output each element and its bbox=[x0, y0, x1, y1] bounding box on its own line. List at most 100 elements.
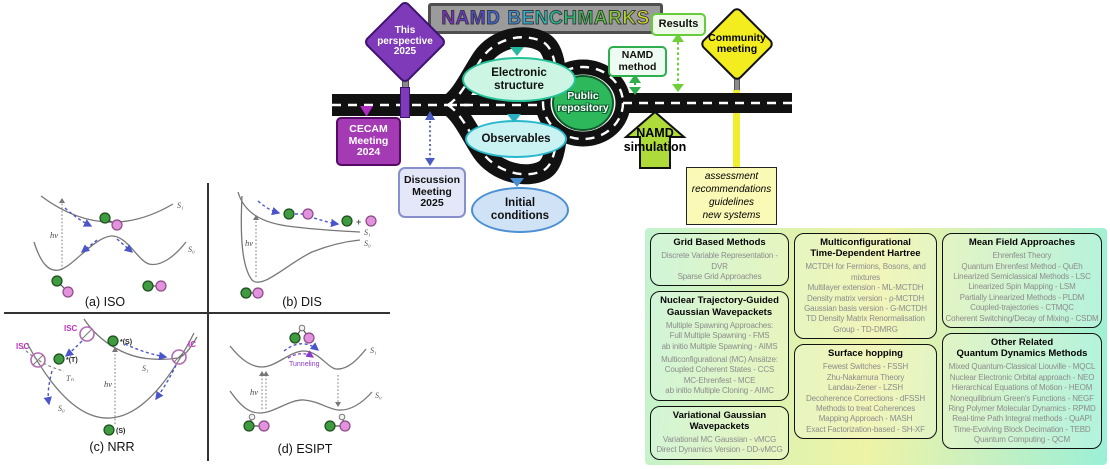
tunneling-arc-purple bbox=[287, 350, 315, 359]
method-item: Zhu-Nakamura Theory bbox=[826, 372, 905, 382]
trajectory-arrow bbox=[43, 370, 53, 406]
method-item: Nuclear Electronic Orbital approach - NE… bbox=[949, 372, 1095, 382]
method-group: Multiple Spawning Approaches:Full Multip… bbox=[653, 321, 786, 352]
text-line: structure bbox=[494, 79, 544, 92]
trajectory-arrow bbox=[155, 364, 177, 401]
method-item: Full Multiple Spawning - FMS bbox=[669, 331, 770, 341]
text-line: Public bbox=[567, 90, 599, 103]
community-to-assessment-line bbox=[733, 90, 740, 170]
s1-label: S₁ bbox=[364, 228, 371, 237]
text-line: NAMD bbox=[621, 48, 654, 61]
ic-label: IC bbox=[188, 340, 196, 349]
method-item: Linearized Semiclassical Methods - LSC bbox=[953, 271, 1091, 281]
tunneling-arc-blue bbox=[283, 342, 320, 352]
method-item: MCTDH for Fermions, Bosons, and mixtures bbox=[805, 262, 926, 282]
molecule bbox=[243, 413, 270, 432]
title-letter: E bbox=[521, 8, 535, 29]
text-line: meeting bbox=[716, 43, 758, 55]
text-line: perspective bbox=[377, 35, 433, 47]
method-item: Multiple Spawning Approaches: bbox=[665, 320, 774, 330]
text-line: This bbox=[394, 25, 416, 37]
text-line: 2025 bbox=[393, 46, 417, 58]
s1-label: S₁ bbox=[370, 346, 377, 355]
method-item: Partially Linearized Methods - PLDM bbox=[959, 292, 1085, 302]
method-item: Coherent Switching/Decay of Mixing - CSD… bbox=[945, 313, 1099, 323]
discussion-arrow bbox=[425, 111, 435, 166]
s0-label: S₀ bbox=[364, 239, 371, 248]
method-item: Decoherence Corrections - dFSSH bbox=[806, 393, 925, 403]
panel-label-esipt: (d) ESIPT bbox=[278, 442, 333, 456]
molecule: (S) bbox=[103, 424, 125, 436]
text-line: Initial bbox=[504, 197, 536, 210]
method-group: MCTDH for Fermions, Bosons, and mixtures… bbox=[797, 262, 934, 335]
title-letter: R bbox=[608, 8, 623, 29]
panel-label-nrr: (c) NRR bbox=[89, 440, 134, 454]
method-item: Real-time Path Integral methods - QuAPI bbox=[952, 414, 1092, 424]
pes-esipt: S₁ S₀ hν Tunneling (d) ESIPT bbox=[229, 324, 382, 456]
s1-label: S₁ bbox=[142, 364, 149, 373]
title-letter: D bbox=[486, 8, 501, 29]
text-line: CECAM bbox=[349, 122, 388, 135]
pes-vertical-divider bbox=[207, 183, 209, 461]
method-item: Landau-Zener - LZSH bbox=[828, 383, 903, 393]
method-item: Quantum Computing - QCM bbox=[973, 435, 1071, 445]
text-line: Observables bbox=[481, 132, 551, 145]
title-letter: A bbox=[455, 8, 470, 29]
trajectory-arrow bbox=[64, 207, 93, 227]
molecule bbox=[283, 208, 314, 220]
method-item: Exact Factorization-based - SH-XF bbox=[806, 424, 925, 434]
isc-top-label: ISC bbox=[64, 324, 78, 333]
text-line: guidelines bbox=[708, 197, 755, 208]
title-letter: S bbox=[636, 8, 650, 29]
method-item: Multiconfigurational (MC) Ansätze: bbox=[661, 354, 778, 364]
method-item: Density matrix version - ρ-MCTDH bbox=[806, 293, 925, 303]
s0-label: S₀ bbox=[58, 404, 65, 413]
text-line: Discussion bbox=[403, 173, 461, 186]
s0-curve bbox=[26, 332, 195, 419]
s0-label: S₀ bbox=[188, 245, 195, 254]
pes-iso: S₁ S₀ hν (a) ISO bbox=[33, 195, 195, 309]
trajectory-arrow bbox=[64, 340, 83, 357]
title-letter: K bbox=[622, 8, 637, 29]
title-letter: M bbox=[577, 8, 594, 29]
title-letter: N bbox=[441, 8, 456, 29]
method-item: Nonequilibrium Green's Functions - NEGF bbox=[950, 393, 1094, 403]
method-item: Quantum Ehrenfest Method - QuEh bbox=[961, 261, 1083, 271]
s0-curve bbox=[33, 235, 187, 271]
text-line: repository bbox=[557, 102, 609, 114]
text-line: NAMD bbox=[636, 126, 674, 140]
molecule bbox=[142, 280, 167, 292]
title-letter: M bbox=[469, 8, 487, 29]
method-item: Ring Polymer Molecular Dynamics - RPMD bbox=[948, 403, 1096, 413]
s1-curve bbox=[83, 318, 198, 361]
molecule bbox=[51, 275, 74, 298]
method-box-title: Variational Gaussian Wavepackets bbox=[672, 409, 767, 432]
method-item: Mapping Approach - MASH bbox=[818, 414, 913, 424]
method-item: Discrete Variable Representation - DVR bbox=[661, 251, 778, 271]
panel-label-iso: (a) ISO bbox=[85, 295, 126, 309]
s1-curve bbox=[229, 345, 367, 370]
molecule bbox=[289, 324, 315, 344]
hv-label: hν bbox=[245, 238, 253, 248]
s1-curve bbox=[237, 191, 361, 233]
